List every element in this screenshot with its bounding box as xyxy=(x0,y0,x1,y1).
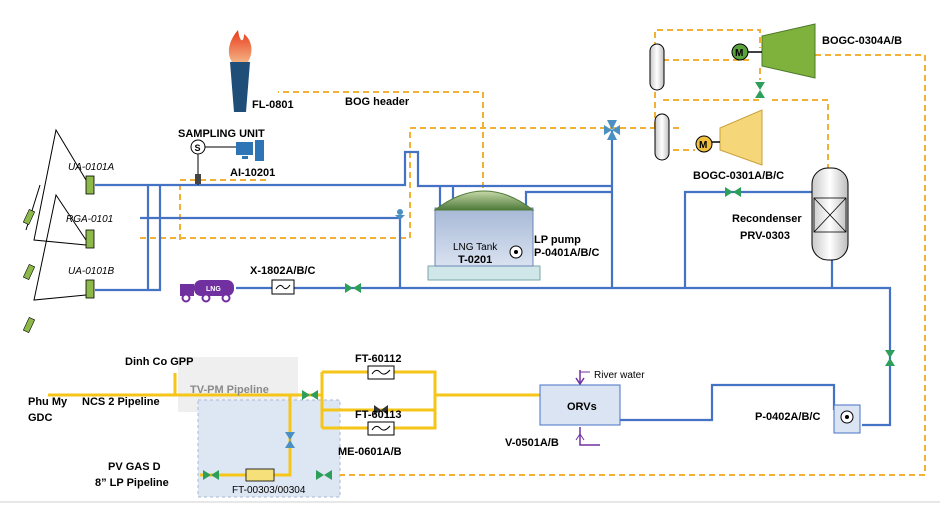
svg-text:S: S xyxy=(195,143,201,153)
arm-coupling-icon xyxy=(85,175,95,195)
ft-00303-meter-icon xyxy=(245,468,275,482)
valve-icon xyxy=(395,209,405,220)
knockout-drum xyxy=(649,43,670,161)
lp-pump-name: LP pump xyxy=(534,234,581,246)
orv-vaporizer xyxy=(539,370,621,446)
bog-header-label: BOG header xyxy=(345,96,410,108)
valve-icon xyxy=(285,432,295,448)
pvgas-label-1: PV GAS D xyxy=(108,461,161,473)
lp-pump-icon xyxy=(509,245,523,259)
bog-compressor-0304: M xyxy=(731,23,816,79)
flare-stack xyxy=(228,30,252,112)
analyzer-label: AI-10201 xyxy=(230,167,275,179)
motor-icon xyxy=(695,135,713,153)
orv-tag: V-0501A/B xyxy=(505,437,559,449)
valve-icon xyxy=(302,390,318,400)
heater-icon xyxy=(271,279,295,295)
sampling-unit-label: SAMPLING UNIT xyxy=(178,128,265,140)
recondenser-name: Recondenser xyxy=(732,213,802,225)
valve-icon xyxy=(203,470,219,480)
valve-icon xyxy=(374,405,388,415)
recondenser-vessel xyxy=(811,167,849,261)
metering-label: ME-0601A/B xyxy=(338,446,402,458)
ft-60113-meter-icon xyxy=(367,421,395,436)
svg-text:M: M xyxy=(735,48,743,59)
lng-tank-name: LNG Tank xyxy=(453,242,498,253)
lng-truck-icon: LNG xyxy=(180,280,234,303)
flame-icon xyxy=(228,30,252,62)
valve-icon xyxy=(345,283,361,293)
valve-icon xyxy=(316,470,332,480)
phu-my-label-2: GDC xyxy=(28,412,53,424)
river-water-label: River water xyxy=(594,370,645,381)
metering-area xyxy=(197,399,341,498)
lng-tank-tag: T-0201 xyxy=(458,254,492,266)
lp-pump-tag: P-0401A/B/C xyxy=(534,247,599,259)
svg-text:M: M xyxy=(699,140,707,151)
svg-text:LNG: LNG xyxy=(206,286,221,293)
ft-60112-meter-icon xyxy=(367,365,395,380)
ft-00303-label: FT-00303/00304 xyxy=(232,485,306,496)
unloading-arms xyxy=(22,128,95,334)
bog-lines xyxy=(140,29,926,476)
ft-60113-label: FT-60113 xyxy=(355,409,401,421)
pvgas-label-2: 8” LP Pipeline xyxy=(95,477,169,489)
flare-label: FL-0801 xyxy=(252,99,294,111)
valve-icon xyxy=(725,187,741,197)
phu-my-label-1: Phu My xyxy=(28,396,68,408)
hp-pump-label: P-0402A/B/C xyxy=(755,411,820,423)
hp-pump xyxy=(833,404,861,434)
valve-icon xyxy=(604,120,620,140)
valve-icon xyxy=(755,82,765,98)
return-arm-label: RGA-0101 xyxy=(66,214,113,225)
analyzer-computer-icon xyxy=(236,140,264,161)
bog-compressor-0304-label: BOGC-0304A/B xyxy=(822,35,902,47)
ft-60112-label: FT-60112 xyxy=(355,353,401,365)
sampler-icon: S xyxy=(190,139,236,185)
orv-name: ORVs xyxy=(567,401,597,413)
arm-coupling-icon xyxy=(85,229,95,249)
dinh-co-label: Dinh Co GPP xyxy=(125,356,193,368)
bog-compressor-0301: M xyxy=(695,109,763,166)
ncs2-pipeline-label: NCS 2 Pipeline xyxy=(82,396,160,408)
motor-icon xyxy=(731,43,749,61)
unloading-arm-b-label: UA-0101B xyxy=(68,266,114,277)
valve-icon xyxy=(885,350,895,366)
arm-coupling-icon xyxy=(85,279,95,299)
heater-label: X-1802A/B/C xyxy=(250,265,315,277)
bog-compressor-0301-label: BOGC-0301A/B/C xyxy=(693,170,784,182)
tv-pm-pipeline-label: TV-PM Pipeline xyxy=(190,384,269,396)
lng-tank xyxy=(427,190,541,281)
unloading-arm-a-label: UA-0101A xyxy=(68,162,114,173)
recondenser-tag: PRV-0303 xyxy=(740,230,790,242)
